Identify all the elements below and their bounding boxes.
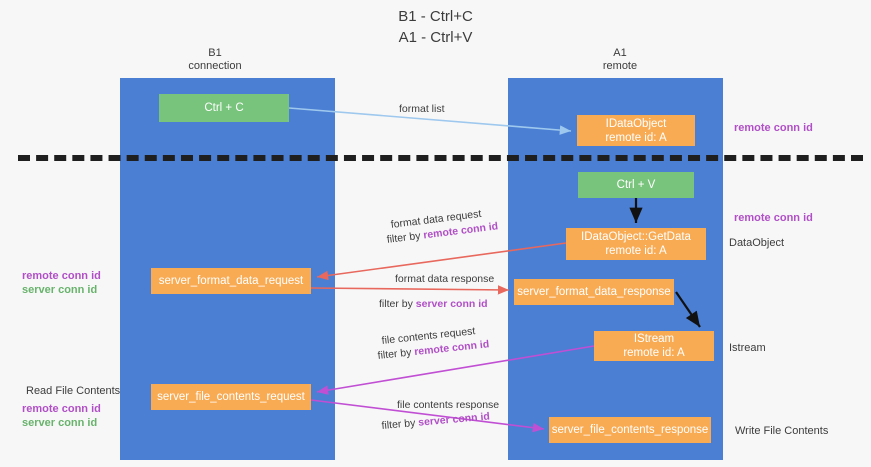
label-left-server-conn-id-1: server conn id [22, 284, 98, 296]
filter-value-server-2: server conn id [417, 410, 491, 429]
phase-divider [18, 155, 863, 161]
node-server-file-contents-response[interactable]: server_file_contents_response [549, 417, 711, 443]
node-server-format-data-response-label: server_format_data_response [517, 286, 671, 298]
label-istream: Istream [729, 342, 766, 354]
node-server-format-data-request-label: server_format_data_request [158, 275, 304, 287]
column-header-b1: B1 connection [188, 47, 242, 72]
edge-label-file-contents-response: file contents response [397, 399, 500, 411]
node-server-file-contents-request-label: server_file_contents_request [157, 391, 305, 403]
filter-prefix-3: filter by [377, 346, 415, 362]
edge-label-filter-server-conn-id-1: filter by server conn id [379, 297, 488, 311]
label-read-file-contents: Read File Contents [26, 385, 121, 397]
label-left-remote-conn-id-1: remote conn id [22, 270, 101, 282]
edge-label-filter-server-conn-id-2: filter by server conn id [381, 410, 490, 433]
filter-prefix-2: filter by [379, 298, 416, 310]
node-ctrl-v-label: Ctrl + V [616, 179, 656, 191]
node-istream[interactable]: IStream remote id: A [594, 331, 714, 361]
label-left-server-conn-id-2: server conn id [22, 417, 98, 429]
node-getdata-remote-id: remote id: A [605, 245, 667, 257]
node-istream-remote-id: remote id: A [623, 347, 685, 359]
label-left-conn-ids-bottom: remote conn id server conn id [22, 402, 101, 430]
label-remote-conn-id-mid: remote conn id [734, 212, 813, 224]
label-write-file-contents: Write File Contents [735, 425, 829, 437]
filter-prefix-1: filter by [386, 229, 425, 246]
column-header-a1: A1 remote [602, 47, 638, 72]
node-ctrl-c[interactable]: Ctrl + C [159, 94, 289, 122]
node-idataobject[interactable]: IDataObject remote id: A [577, 115, 695, 146]
filter-value-server-1: server conn id [415, 298, 488, 310]
node-idataobject-remote-id: remote id: A [605, 131, 667, 144]
node-idataobject-label: IDataObject [605, 117, 667, 130]
node-server-file-contents-request[interactable]: server_file_contents_request [151, 384, 311, 410]
node-server-format-data-request[interactable]: server_format_data_request [151, 268, 311, 294]
node-idataobject-getdata[interactable]: IDataObject::GetData remote id: A [566, 228, 706, 260]
label-remote-conn-id-top: remote conn id [734, 122, 813, 134]
node-getdata-label: IDataObject::GetData [581, 231, 691, 243]
node-ctrl-v[interactable]: Ctrl + V [578, 172, 694, 198]
label-left-remote-conn-id-2: remote conn id [22, 403, 101, 415]
node-server-format-data-response[interactable]: server_format_data_response [514, 279, 674, 305]
label-data-object: DataObject [729, 237, 785, 249]
edge-label-format-data-response: format data response [395, 273, 495, 285]
node-istream-label: IStream [633, 333, 675, 345]
node-ctrl-c-label: Ctrl + C [204, 102, 244, 114]
filter-prefix-4: filter by [381, 416, 419, 432]
page-title: B1 - Ctrl+C A1 - Ctrl+V [398, 8, 473, 46]
label-left-conn-ids-top: remote conn id server conn id [22, 269, 101, 297]
edge-label-format-list: format list [399, 103, 445, 115]
node-server-file-contents-response-label: server_file_contents_response [551, 424, 709, 436]
arrow-format-data-response [310, 285, 510, 295]
